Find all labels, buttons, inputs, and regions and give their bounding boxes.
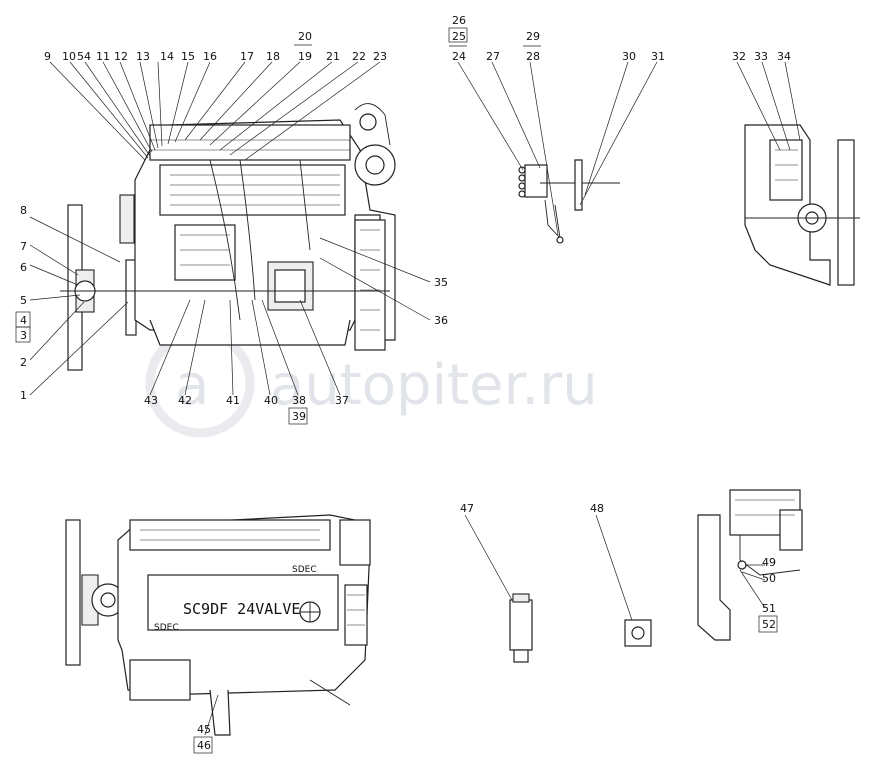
callout-2: 2 [20,356,27,369]
callout-19: 19 [298,50,312,63]
watermark-text: autopiter.ru [270,353,598,418]
callout-5: 5 [20,294,27,307]
callout-49: 49 [762,556,776,569]
callout-42: 42 [178,394,192,407]
callout-20: 20 [298,30,312,43]
callout-leaders [29,61,801,736]
side-housing-detail [744,124,831,286]
callout-37: 37 [335,394,349,407]
mounting-bracket [574,159,583,211]
callout-41: 41 [226,394,240,407]
callout-43: 43 [144,394,158,407]
callout-9: 9 [44,50,51,63]
callout-33: 33 [754,50,768,63]
callout-3: 3 [20,329,27,342]
callout-27: 27 [486,50,500,63]
side-detail-view [744,124,860,286]
callout-18: 18 [266,50,280,63]
callout-25: 25 [452,30,466,43]
callout-4: 4 [20,314,27,327]
callout-45: 45 [197,723,211,736]
callout-13: 13 [136,50,150,63]
callout-24: 24 [452,50,466,63]
callout-21: 21 [326,50,340,63]
callout-34: 34 [777,50,791,63]
callout-22: 22 [352,50,366,63]
bracket-plate [697,514,731,641]
fuel-injection-pump [174,224,236,281]
callout-1: 1 [20,389,27,402]
callout-8: 8 [20,204,27,217]
valve-cover-side [129,519,331,551]
dipstick-tube [209,689,231,736]
callout-14: 14 [160,50,174,63]
callout-46: 46 [197,739,211,752]
callout-32: 32 [732,50,746,63]
callout-16: 16 [203,50,217,63]
sdec-label-top: SDEC [292,565,317,575]
callout-39: 39 [292,410,306,423]
callout-7: 7 [20,240,27,253]
callout-35: 35 [434,276,448,289]
callout-11: 11 [96,50,110,63]
callout-15: 15 [181,50,195,63]
callout-23: 23 [373,50,387,63]
intake-manifold [159,164,346,216]
callout-54: 54 [77,50,91,63]
engine-side-view: SC9DF 24VALVE SDEC SDEC [65,514,371,736]
callout-50: 50 [762,572,776,585]
watermark: a autopiter.ru [145,328,598,438]
callout-36: 36 [434,314,448,327]
callout-6: 6 [20,261,27,274]
valve-cover [149,124,351,161]
oil-pan [149,319,351,346]
watermark-logo-letter: a [175,353,209,418]
callout-29: 29 [526,30,540,43]
part-48-view [624,619,652,647]
callout-38: 38 [292,394,306,407]
crank-pulley [119,194,135,244]
callout-51: 51 [762,602,776,615]
callout-30: 30 [622,50,636,63]
callout-10: 10 [62,50,76,63]
bracket-detail-view [518,159,620,244]
callout-40: 40 [264,394,278,407]
callout-52: 52 [762,618,776,631]
sensor-body [509,599,533,651]
callout-26: 26 [452,14,466,27]
starter-motor [129,659,191,701]
sensor-47-view [509,593,533,663]
bottom-right-detail-view [697,489,803,641]
connector-block [524,164,548,198]
model-label: SC9DF 24VALVE [183,600,300,618]
callout-12: 12 [114,50,128,63]
engine-front-view [60,103,396,371]
sdec-label-side: SDEC [154,623,179,633]
side-housing [354,219,386,351]
callout-17: 17 [240,50,254,63]
callout-31: 31 [651,50,665,63]
callout-28: 28 [526,50,540,63]
plate-detail [837,139,855,286]
callout-48: 48 [590,502,604,515]
callout-numbers: 9 10 54 11 12 13 14 15 16 17 18 20 19 21… [15,14,791,754]
fan-plate-side [65,519,81,666]
turbo-side [339,519,371,566]
callout-47: 47 [460,502,474,515]
